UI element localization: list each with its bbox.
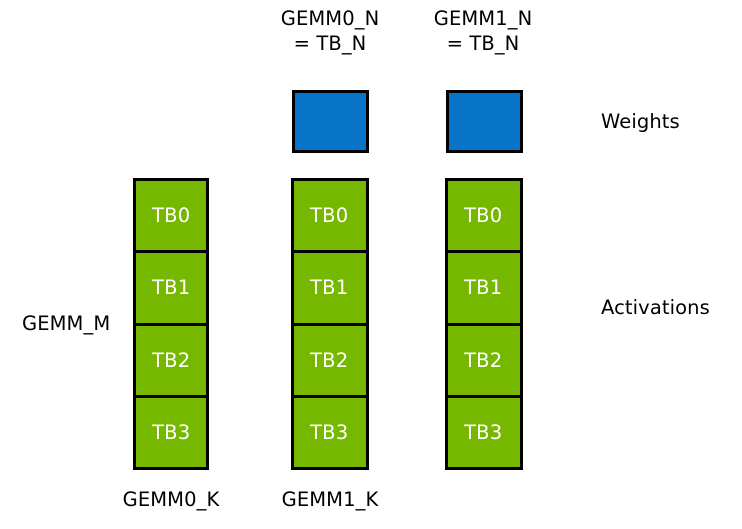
activation-cell-label: TB1 [152,276,191,300]
weights-legend-label: Weights [601,110,680,133]
gemm1-n-header-label: GEMM1_N = TB_N [433,7,533,55]
activation-cell-label: TB2 [152,348,191,372]
activation-cell: TB0 [136,181,206,254]
activation-cell-label: TB3 [152,420,191,444]
activation-cell: TB1 [136,253,206,326]
activation-cell: TB0 [294,181,366,254]
gemm0_k-activation-column: TB0 TB1 TB2 TB3 [291,178,369,470]
activation-cell-label: TB0 [464,204,503,228]
activation-cell-label: TB2 [310,348,349,372]
activation-cell: TB3 [294,397,366,467]
gemm0-n-header-label: GEMM0_N = TB_N [280,7,380,55]
activation-cell: TB3 [136,397,206,467]
gemm1-k-axis-label: GEMM1_K [281,488,379,511]
activation-cell: TB1 [294,253,366,326]
activation-cell: TB3 [448,397,520,467]
activation-cell-label: TB0 [310,204,349,228]
gemm0-k-axis-label: GEMM0_K [122,488,220,511]
activations-legend-label: Activations [601,296,710,319]
activation-cell: TB2 [448,325,520,398]
activation-cell: TB1 [448,253,520,326]
activation-cell: TB2 [136,325,206,398]
activation-cell-label: TB1 [464,276,503,300]
gemm1_k-activation-column: TB0 TB1 TB2 TB3 [445,178,523,470]
activation-cell-label: TB2 [464,348,503,372]
gemm0-weight-block [292,90,369,153]
activation-cell-label: TB1 [310,276,349,300]
activation-cell-label: TB0 [152,204,191,228]
activation-cell-label: TB3 [464,420,503,444]
activation-cell: TB2 [294,325,366,398]
activation-cell: TB0 [448,181,520,254]
activation-cell-label: TB3 [310,420,349,444]
gemm-m-axis-label: GEMM_M [22,312,111,335]
gemm_m-activation-column: TB0 TB1 TB2 TB3 [133,178,209,470]
gemm1-weight-block [446,90,523,153]
